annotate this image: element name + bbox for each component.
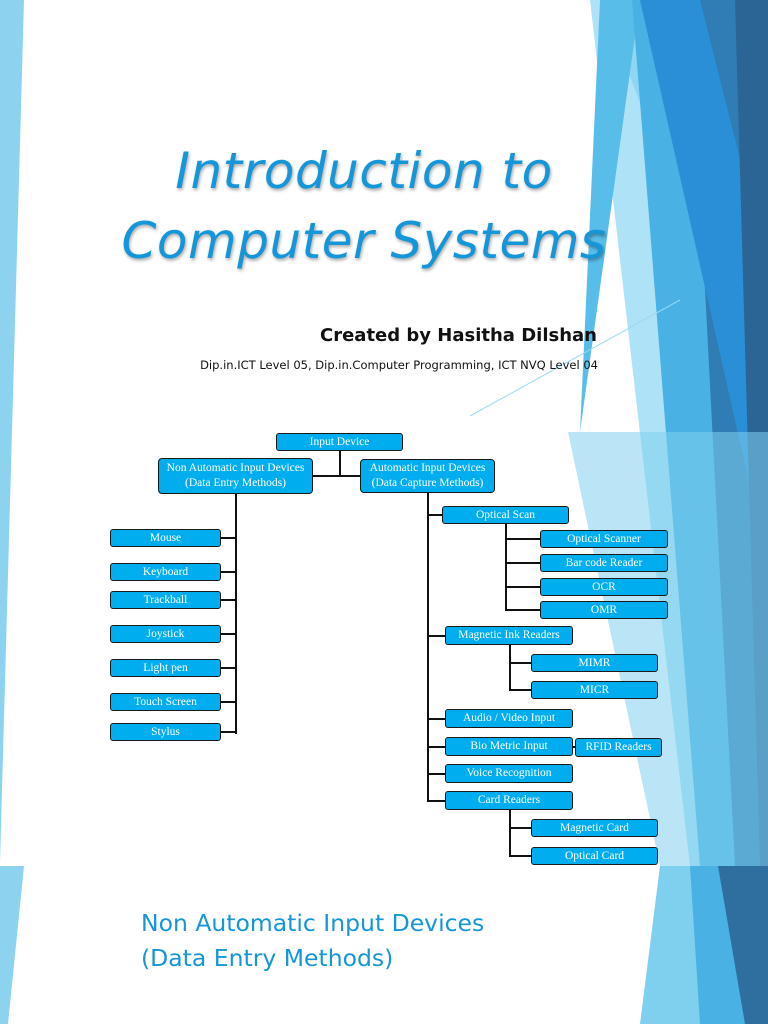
node-joystick: Joystick <box>110 625 221 643</box>
node-non-automatic-line2: (Data Entry Methods) <box>185 477 286 489</box>
node-micr: MICR <box>531 681 658 699</box>
node-non-automatic: Non Automatic Input Devices (Data Entry … <box>158 458 313 494</box>
node-bio-metric-input: Bio Metric Input <box>445 737 573 756</box>
node-omr: OMR <box>540 601 668 619</box>
left-accent-stripe <box>0 0 24 862</box>
node-touch-screen: Touch Screen <box>110 693 221 711</box>
credentials-line: Dip.in.ICT Level 05, Dip.in.Computer Pro… <box>200 358 598 372</box>
right-stripe-small-triangle <box>580 0 640 432</box>
node-optical-card: Optical Card <box>531 847 658 865</box>
right-stripe-lower <box>568 432 768 866</box>
node-mimr: MIMR <box>531 654 658 672</box>
node-voice-recognition: Voice Recognition <box>445 764 573 783</box>
section-heading: Non Automatic Input Devices (Data Entry … <box>141 906 484 976</box>
node-optical-scan: Optical Scan <box>442 506 569 524</box>
node-ocr: OCR <box>540 578 668 596</box>
node-trackball: Trackball <box>110 591 221 609</box>
node-automatic-line1: Automatic Input Devices <box>369 462 486 474</box>
node-bar-code-reader: Bar code Reader <box>540 554 668 572</box>
node-magnetic-card: Magnetic Card <box>531 819 658 837</box>
node-audio-video-input: Audio / Video Input <box>445 709 573 728</box>
node-automatic-line2: (Data Capture Methods) <box>371 477 484 489</box>
node-input-device: Input Device <box>276 433 403 451</box>
node-card-readers: Card Readers <box>445 791 573 810</box>
node-stylus: Stylus <box>110 723 221 741</box>
section-slide <box>0 866 768 1024</box>
title-line-2: Computer Systems <box>121 212 607 270</box>
title-slide: Introduction to Computer Systems Created… <box>0 0 768 866</box>
node-automatic: Automatic Input Devices (Data Capture Me… <box>360 459 495 493</box>
title-line-1: Introduction to <box>175 142 553 200</box>
s2-left-accent-stripe <box>0 866 24 1024</box>
node-magnetic-ink-readers: Magnetic Ink Readers <box>445 626 573 645</box>
node-light-pen: Light pen <box>110 659 221 677</box>
node-keyboard: Keyboard <box>110 563 221 581</box>
right-stripe-blue <box>640 0 768 566</box>
node-non-automatic-line1: Non Automatic Input Devices <box>166 462 305 474</box>
node-mouse: Mouse <box>110 529 221 547</box>
author-line: Created by Hasitha Dilshan <box>320 325 597 346</box>
section-heading-line1: Non Automatic Input Devices <box>141 909 485 937</box>
slide2-decoration <box>0 866 768 1024</box>
thin-accent-line <box>469 299 681 417</box>
node-rfid-readers: RFID Readers <box>575 738 662 757</box>
node-optical-scanner: Optical Scanner <box>540 530 668 548</box>
s2-right-stripe-dark <box>718 866 768 1024</box>
section-heading-line2: (Data Entry Methods) <box>141 944 394 972</box>
